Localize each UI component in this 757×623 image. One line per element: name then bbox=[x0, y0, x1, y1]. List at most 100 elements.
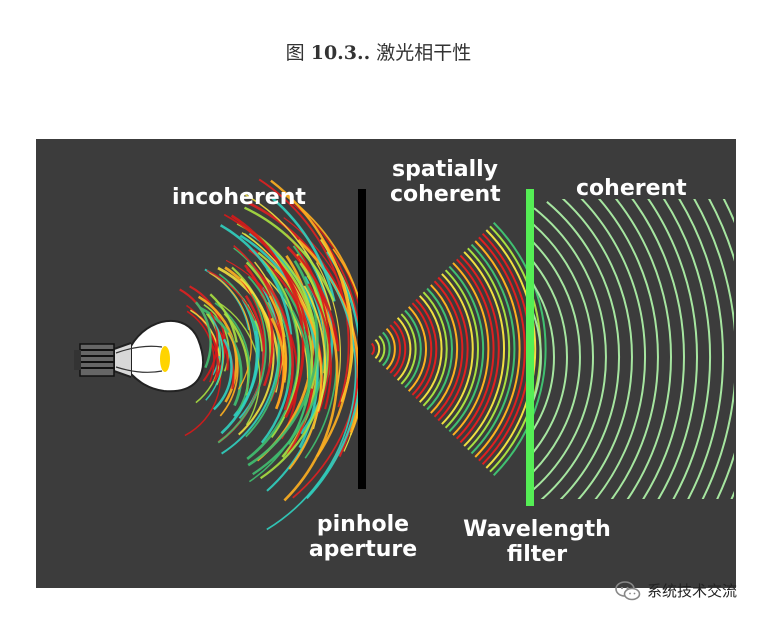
coherent-wave-arc bbox=[534, 261, 568, 453]
spatial-wave-arc bbox=[426, 287, 453, 411]
spatially-coherent-waves bbox=[370, 221, 547, 477]
incoherent-wave-arc bbox=[243, 206, 335, 302]
incoherent-wave-arc bbox=[270, 179, 353, 458]
incoherent-wave-arc bbox=[315, 262, 341, 396]
incoherent-wave-arc bbox=[244, 193, 332, 311]
coherent-wave-arc bbox=[561, 199, 633, 499]
coherence-diagram: incoherent spatially coherent coherent p… bbox=[36, 139, 736, 588]
filament bbox=[160, 346, 170, 372]
spatial-wave-arc bbox=[385, 327, 396, 371]
coherent-waves bbox=[534, 199, 734, 499]
incoherent-wave-arc bbox=[258, 178, 350, 408]
label-incoherent: incoherent bbox=[172, 185, 306, 210]
spatial-wave-arc bbox=[467, 247, 511, 451]
spatial-wave-arc bbox=[370, 342, 375, 356]
label-coherent: coherent bbox=[576, 176, 687, 201]
incoherent-wave-arc bbox=[223, 213, 308, 332]
incoherent-wave-arc bbox=[291, 310, 310, 400]
incoherent-wave-arc bbox=[270, 317, 286, 410]
spatial-wave-arc bbox=[433, 280, 464, 418]
label-wavelength-filter: Wavelength filter bbox=[462, 517, 612, 567]
incoherent-wave-arc bbox=[332, 248, 358, 298]
coherent-wave-arc bbox=[546, 201, 621, 499]
spatial-wave-arc bbox=[378, 335, 386, 363]
incoherent-wave-arc bbox=[299, 250, 334, 435]
coherent-wave-arc bbox=[647, 199, 699, 499]
coherent-wave-arc bbox=[662, 199, 712, 499]
coherent-wave-arc bbox=[534, 313, 542, 401]
wechat-icon bbox=[615, 580, 641, 601]
incoherent-wave-arc bbox=[265, 277, 309, 379]
caption-prefix: 图 bbox=[285, 42, 305, 64]
light-bulb-icon bbox=[74, 319, 204, 393]
coherent-wave-arc bbox=[707, 199, 734, 499]
spatial-wave-arc bbox=[407, 306, 427, 392]
spatial-wave-arc bbox=[485, 229, 537, 469]
spatial-wave-arc bbox=[448, 265, 485, 433]
incoherent-wave-arc bbox=[202, 311, 219, 382]
spatial-wave-arc bbox=[478, 236, 526, 462]
incoherent-wave-arc bbox=[205, 316, 224, 401]
diagram-canvas bbox=[74, 178, 734, 531]
spatial-wave-arc bbox=[444, 269, 480, 429]
incoherent-wave-arc bbox=[213, 338, 233, 411]
incoherent-wave-arc bbox=[195, 313, 221, 404]
incoherent-wave-arc bbox=[281, 192, 358, 436]
coherent-wave-arc bbox=[534, 241, 581, 473]
bulb-wire bbox=[115, 345, 163, 373]
coherent-wave-arc bbox=[534, 283, 555, 431]
coherent-wave-arc bbox=[678, 199, 724, 499]
label-coherent-mid: coherent bbox=[390, 182, 501, 207]
incoherent-wave-arc bbox=[209, 272, 252, 390]
wavelength-filter bbox=[526, 189, 534, 506]
watermark-text: 系统技术交流 bbox=[646, 582, 737, 600]
bulb-neck bbox=[113, 342, 132, 378]
label-pinhole: pinhole bbox=[316, 512, 410, 537]
incoherent-wave-arc bbox=[245, 275, 281, 438]
coherent-wave-arc bbox=[631, 199, 685, 499]
incoherent-wave-arc bbox=[209, 293, 238, 343]
label-wavelength: Wavelength bbox=[463, 517, 611, 542]
spatial-wave-arc bbox=[459, 254, 500, 444]
incoherent-wave-arc bbox=[252, 245, 327, 476]
incoherent-wave-arc bbox=[260, 257, 301, 439]
spatial-wave-arc bbox=[492, 221, 547, 477]
incoherent-wave-arc bbox=[237, 277, 275, 436]
spatial-wave-arc bbox=[470, 243, 516, 455]
figure-caption: 图 10.3.. 激光相干性 bbox=[0, 38, 757, 65]
incoherent-wave-arc bbox=[297, 255, 340, 352]
spatial-wave-arc bbox=[393, 320, 407, 378]
pinhole-slit bbox=[358, 189, 366, 489]
spatial-wave-arc bbox=[441, 273, 474, 425]
incoherent-wave-arc bbox=[206, 269, 256, 321]
incoherent-wave-arc bbox=[307, 283, 332, 410]
coherent-wave-arc bbox=[534, 207, 607, 499]
caption-number: 10.3.. bbox=[310, 42, 371, 64]
incoherent-wave-arc bbox=[184, 342, 222, 437]
coherent-wave-arc bbox=[534, 223, 595, 491]
incoherent-wave-arc bbox=[186, 304, 219, 381]
incoherent-wave-arc bbox=[268, 295, 288, 381]
spatial-wave-arc bbox=[422, 291, 448, 407]
label-aperture: aperture bbox=[308, 537, 418, 562]
spatial-wave-arc bbox=[430, 284, 459, 414]
spatial-wave-arc bbox=[396, 317, 412, 381]
coherent-wave-arc bbox=[614, 199, 672, 499]
label-spatially-coherent: spatially coherent bbox=[390, 157, 501, 207]
spatial-wave-arc bbox=[437, 276, 469, 422]
incoherent-wave-arc bbox=[239, 278, 266, 353]
spatial-wave-arc bbox=[374, 338, 381, 360]
spatial-wave-arc bbox=[404, 309, 422, 389]
coherent-wave-arc bbox=[693, 199, 734, 499]
watermark: 系统技术交流 bbox=[615, 580, 737, 601]
spatial-wave-arc bbox=[411, 302, 433, 396]
incoherent-wave-arc bbox=[217, 292, 267, 444]
incoherent-wave-arc bbox=[230, 214, 305, 419]
caption-title: 激光相干性 bbox=[376, 42, 472, 64]
incoherent-wave-arc bbox=[239, 234, 319, 449]
coherent-wave-arc bbox=[597, 199, 659, 499]
incoherent-wave-arc bbox=[303, 285, 326, 412]
spatial-wave-arc bbox=[463, 251, 505, 447]
incoherent-wave-arc bbox=[247, 260, 319, 467]
incoherent-wave-arc bbox=[219, 224, 293, 335]
